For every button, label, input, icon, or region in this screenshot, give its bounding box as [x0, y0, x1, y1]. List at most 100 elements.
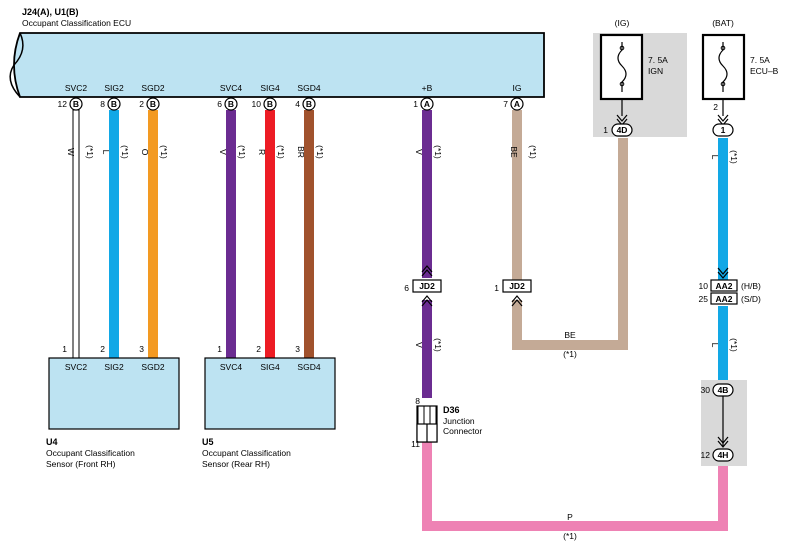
svg-text:Occupant Classification: Occupant Classification [46, 448, 135, 458]
svg-text:(*1): (*1) [563, 349, 577, 359]
svg-text:12: 12 [701, 450, 711, 460]
wire-ig-be [512, 110, 628, 350]
svg-text:U4: U4 [46, 437, 58, 447]
svg-text:7. 5A: 7. 5A [648, 55, 668, 65]
svg-text:B: B [306, 99, 312, 109]
svg-text:P: P [567, 512, 573, 522]
svg-text:2: 2 [256, 344, 261, 354]
svg-text:30: 30 [701, 385, 711, 395]
svg-text:1: 1 [62, 344, 67, 354]
svg-text:Sensor (Rear RH): Sensor (Rear RH) [202, 459, 270, 469]
junction-connector-d36: 8 D36 Junction Connector 11 [411, 396, 482, 449]
svg-text:SGD4: SGD4 [297, 362, 320, 372]
svg-text:(*1): (*1) [563, 531, 577, 541]
ecu-pin-plusb: 1 A [413, 97, 434, 111]
svg-text:R: R [257, 149, 267, 155]
svg-text:1: 1 [413, 99, 418, 109]
svg-text:(*1): (*1) [85, 145, 95, 159]
svg-text:25: 25 [699, 294, 709, 304]
svg-text:4: 4 [295, 99, 300, 109]
svg-text:8: 8 [415, 396, 420, 406]
connector-jd2-plusb: 6 JD2 [404, 265, 442, 307]
svg-text:(*1): (*1) [276, 145, 286, 159]
svg-text:B: B [111, 99, 117, 109]
svg-text:BE: BE [564, 330, 576, 340]
ecu-pin-label: SVC4 [220, 83, 242, 93]
svg-text:Junction: Junction [443, 416, 475, 426]
svg-text:2: 2 [713, 102, 718, 112]
svg-text:4B: 4B [718, 385, 729, 395]
wire-bat-lower [718, 306, 728, 384]
svg-text:L: L [710, 343, 720, 348]
wire-sgd2 [148, 110, 158, 358]
svg-text:BE: BE [509, 146, 519, 158]
wire-plusb-lower [422, 300, 432, 398]
svg-text:(IG): (IG) [615, 18, 630, 28]
svg-text:SVC4: SVC4 [220, 362, 242, 372]
sensor-front-rh: 1 2 3 SVC2 SIG2 SGD2 U4 Occupant Classif… [46, 344, 180, 469]
wire-plusb-upper [422, 110, 432, 278]
svg-text:U5: U5 [202, 437, 214, 447]
ecu-pin-sgd2: 2 B [139, 97, 160, 111]
svg-text:6: 6 [404, 283, 409, 293]
svg-text:AA2: AA2 [715, 294, 732, 304]
svg-text:3: 3 [139, 344, 144, 354]
svg-text:JD2: JD2 [509, 281, 525, 291]
svg-text:1: 1 [494, 283, 499, 293]
ecu-pin-sgd4: 4 B [295, 97, 316, 111]
ecu-pin-label: IG [513, 83, 522, 93]
svg-text:1: 1 [603, 125, 608, 135]
svg-text:D36: D36 [443, 405, 460, 415]
svg-text:SIG2: SIG2 [104, 362, 124, 372]
connector-4b-4h: 30 4B 12 4H [701, 380, 747, 466]
ecu-break-line [9, 32, 24, 98]
ecu-pin-label: SGD2 [141, 83, 164, 93]
svg-text:V: V [414, 342, 424, 348]
svg-text:A: A [514, 99, 520, 109]
svg-text:IGN: IGN [648, 66, 663, 76]
ecu-pin-sig4: 10 B [252, 97, 277, 111]
svg-text:7. 5A: 7. 5A [750, 55, 770, 65]
svg-text:V: V [414, 149, 424, 155]
svg-text:B: B [150, 99, 156, 109]
svg-text:6: 6 [217, 99, 222, 109]
svg-text:Sensor (Front RH): Sensor (Front RH) [46, 459, 116, 469]
svg-text:L: L [101, 150, 111, 155]
svg-text:(*1): (*1) [159, 145, 169, 159]
svg-text:(*1): (*1) [237, 145, 247, 159]
svg-text:(*1): (*1) [315, 145, 325, 159]
wire-sig2 [109, 110, 119, 358]
svg-text:4H: 4H [718, 450, 729, 460]
svg-text:Occupant Classification: Occupant Classification [202, 448, 291, 458]
svg-text:SVC2: SVC2 [65, 362, 87, 372]
svg-text:(*1): (*1) [433, 338, 443, 352]
svg-text:(*1): (*1) [729, 338, 739, 352]
svg-text:Connector: Connector [443, 426, 482, 436]
svg-text:7: 7 [503, 99, 508, 109]
svg-text:11: 11 [411, 439, 420, 449]
svg-text:JD2: JD2 [419, 281, 435, 291]
wire-labels: W (*1) L (*1) O (*1) V (*1) R (*1) BR (*… [66, 145, 739, 541]
svg-text:SGD2: SGD2 [141, 362, 164, 372]
ecu-pin-sig2: 8 B [100, 97, 121, 111]
svg-text:B: B [228, 99, 234, 109]
ecu-pin-svc4: 6 B [217, 97, 238, 111]
svg-text:V: V [218, 149, 228, 155]
svg-text:12: 12 [58, 99, 68, 109]
svg-text:(*1): (*1) [120, 145, 130, 159]
ecu-pin-label: SVC2 [65, 83, 87, 93]
ecu-pin-svc2: 12 B [58, 97, 83, 111]
svg-text:SIG4: SIG4 [260, 362, 280, 372]
svg-text:W: W [66, 148, 76, 156]
fuse-ign: (IG) 7. 5A IGN 1 4D [593, 18, 687, 137]
svg-text:10: 10 [699, 281, 709, 291]
svg-text:A: A [424, 99, 430, 109]
wire-sgd4 [304, 110, 314, 358]
wire-svc4 [226, 110, 236, 358]
svg-text:(S/D): (S/D) [741, 294, 761, 304]
wire-bat-upper [718, 138, 728, 280]
wire-sig4 [265, 110, 275, 358]
svg-text:BR: BR [296, 146, 306, 158]
ecu-name: Occupant Classification ECU [22, 18, 131, 28]
